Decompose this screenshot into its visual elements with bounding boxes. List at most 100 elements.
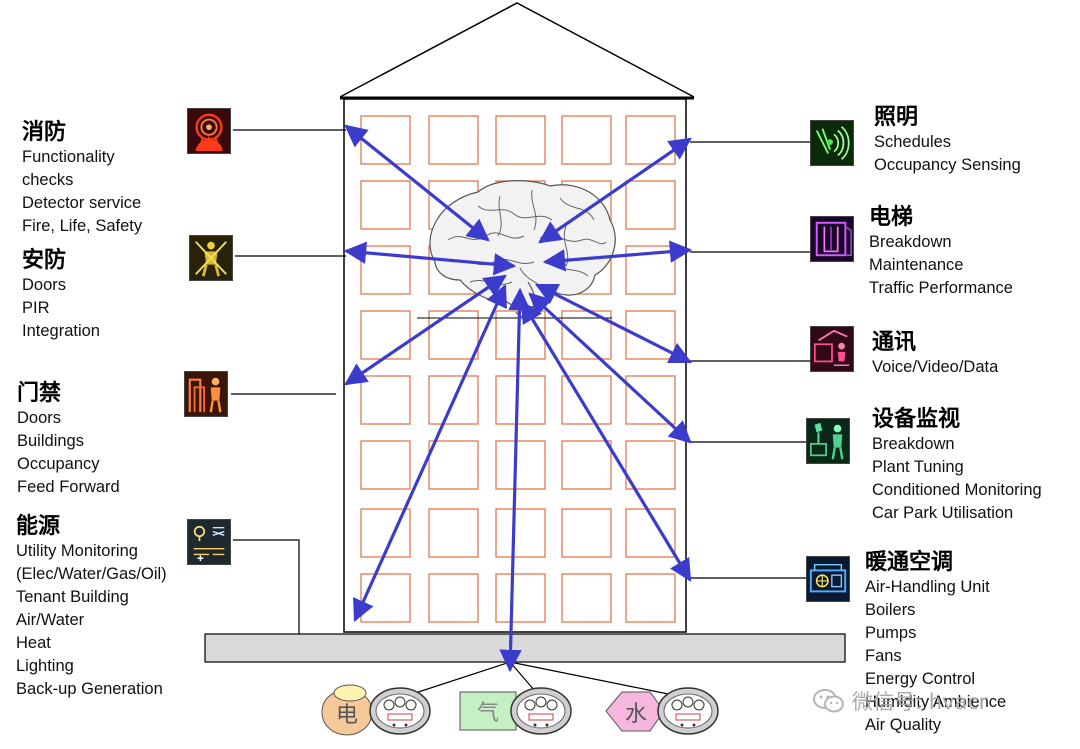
list-item: Doors [22, 276, 67, 294]
dial-part [528, 713, 554, 721]
dial-part [692, 723, 696, 727]
meter-water-label: 水 [625, 702, 647, 727]
arrow-fire [344, 124, 490, 242]
dial-part [671, 699, 683, 711]
dial-part [682, 696, 694, 708]
meter-gas: 气 [459, 687, 572, 735]
list-item: Detector service [22, 194, 142, 212]
dial-electricity [369, 687, 431, 735]
list-item: Functionality [22, 148, 115, 166]
data-arrows [343, 124, 693, 673]
elevator-icon [810, 216, 854, 262]
watermark-text: 微信号: hvacr [852, 690, 988, 714]
dial-part [545, 723, 549, 727]
dial-part [383, 699, 395, 711]
group-comms: 通讯 Voice/Video/Data [872, 328, 998, 379]
arrow-security [343, 241, 517, 276]
intruder-icon [189, 235, 233, 281]
dial-part [387, 713, 413, 721]
list-item: (Elec/Water/Gas/Oil) [16, 565, 167, 583]
title-security: 安防 [22, 247, 67, 273]
list-item: Schedules [874, 133, 952, 151]
arrow-meters [499, 287, 531, 673]
watermark: 微信号: hvacr [812, 686, 988, 719]
list-item: Lighting [16, 657, 74, 675]
list-item: Fire, Life, Safety [22, 217, 143, 235]
list-item: Pumps [865, 624, 917, 642]
dial-part [680, 723, 684, 727]
title-equipment: 设备监视 [872, 406, 961, 432]
energy-symbols-icon [187, 519, 231, 565]
dial-part [675, 713, 701, 721]
meter-electricity-label: 电 [336, 703, 358, 728]
list-item: Car Park Utilisation [872, 504, 1014, 522]
connector-energy [233, 539, 300, 635]
list-item: Fans [865, 647, 902, 665]
title-access: 门禁 [17, 380, 62, 406]
list-item: Traffic Performance [869, 279, 1013, 297]
list-item: Breakdown [869, 233, 952, 251]
list-item: Back-up Generation [16, 680, 163, 698]
list-item: Humidity Ambience [865, 693, 1007, 711]
arrow-hvac [520, 300, 692, 582]
list-item: Occupancy [17, 455, 100, 473]
title-lighting: 照明 [874, 104, 919, 130]
list-item: Tenant Building [16, 588, 129, 606]
items-energy: Utility Monitoring(Elec/Water/Gas/Oil)Te… [16, 540, 167, 701]
list-item: Air-Handling Unit [865, 578, 990, 596]
title-comms: 通讯 [872, 329, 917, 355]
list-item: Voice/Video/Data [872, 358, 999, 376]
title-fire: 消防 [22, 119, 67, 145]
meter-water: 水 [605, 687, 719, 735]
group-energy: 能源 Utility Monitoring(Elec/Water/Gas/Oil… [16, 512, 167, 701]
dial-part [394, 696, 406, 708]
dial-part [392, 723, 396, 727]
dial-gas [510, 687, 572, 735]
dial-part [546, 699, 558, 711]
title-hvac: 暖通空调 [865, 549, 954, 575]
dial-part [533, 723, 537, 727]
ground-slab [204, 633, 846, 663]
connector-lines [231, 129, 812, 635]
sensor-waves-icon [810, 120, 854, 166]
list-item: Boilers [865, 601, 916, 619]
list-item: Conditioned Monitoring [872, 481, 1042, 499]
hvac-unit-icon [806, 556, 850, 602]
list-item: Heat [16, 634, 51, 652]
dial-water [657, 687, 719, 735]
dial-part [404, 723, 408, 727]
arrow-energy [353, 283, 507, 623]
equipment-monitor-icon [806, 418, 850, 464]
dial-part [693, 699, 705, 711]
meter-gas-label: 气 [477, 701, 499, 726]
dial-part [405, 699, 417, 711]
title-elevator: 电梯 [869, 204, 914, 230]
arrow-elevator [542, 240, 693, 272]
list-item: Plant Tuning [872, 458, 964, 476]
building-roof [339, 2, 695, 98]
list-item: Feed Forward [17, 478, 120, 496]
list-item: Maintenance [869, 256, 964, 274]
list-item: Doors [17, 409, 62, 427]
list-item: Air Quality [865, 716, 942, 734]
list-item: checks [22, 171, 74, 189]
list-item: Buildings [17, 432, 84, 450]
door-person-icon [184, 371, 228, 417]
list-item: Energy Control [865, 670, 976, 688]
wechat-icon [812, 688, 846, 719]
meter-electricity: 电 [321, 684, 431, 736]
title-energy: 能源 [16, 513, 61, 539]
